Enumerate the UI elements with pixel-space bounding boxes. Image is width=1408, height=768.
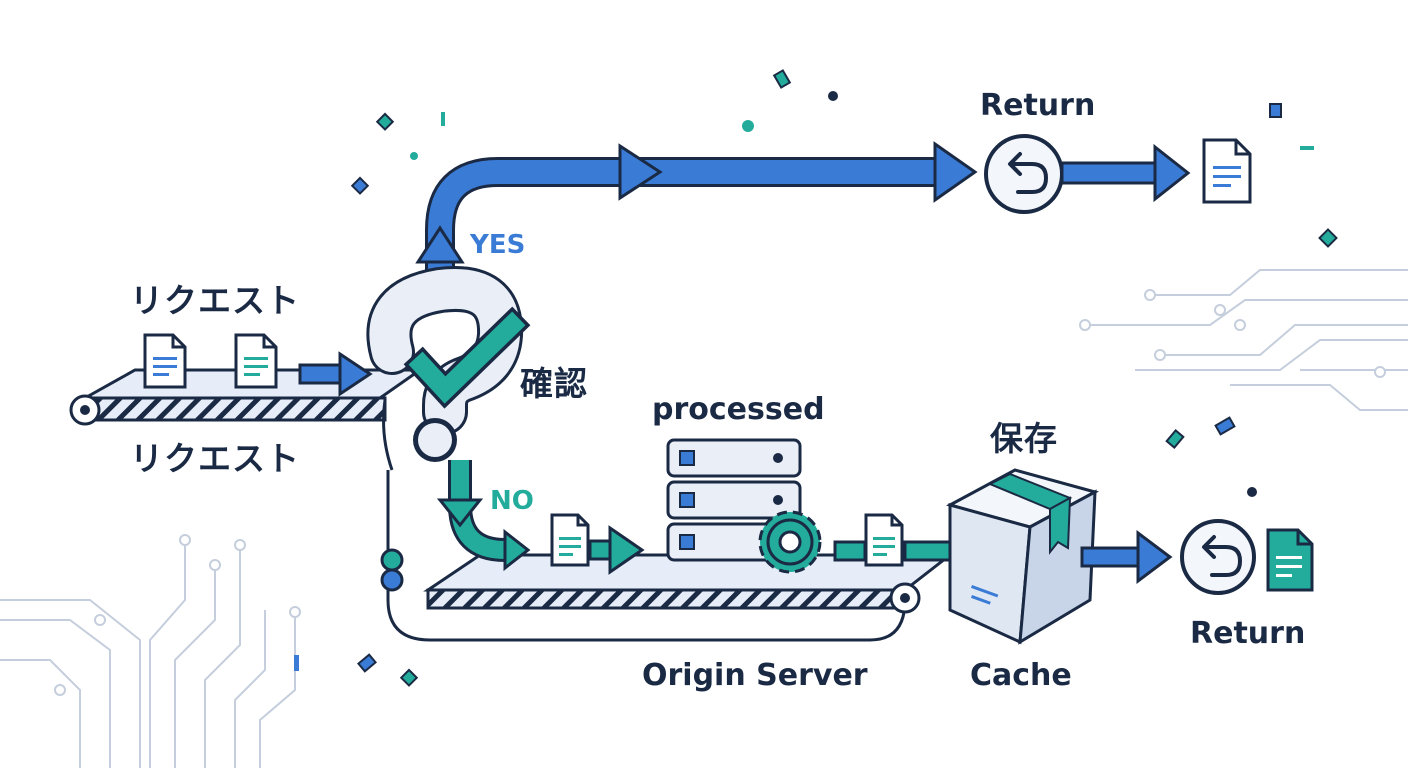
- return-label-top: Return: [980, 88, 1096, 123]
- document-icon: [1202, 138, 1252, 204]
- confetti-decoration: [350, 69, 1338, 687]
- return-arrow-bottom: [1080, 530, 1173, 584]
- document-icon: [1266, 528, 1314, 592]
- document-icon: [143, 333, 187, 389]
- yes-label: YES: [470, 230, 526, 260]
- loop-node-top: [380, 548, 404, 572]
- cache-label: Cache: [970, 658, 1072, 693]
- document-icon: [864, 513, 904, 567]
- document-icon: [550, 513, 590, 567]
- origin-server-label: Origin Server: [642, 658, 868, 693]
- return-icon: [984, 134, 1064, 214]
- request-label-bottom: リクエスト: [130, 439, 300, 478]
- return-icon: [1180, 519, 1256, 595]
- return-label-bottom: Return: [1190, 616, 1306, 651]
- box-icon: [945, 468, 1100, 645]
- request-arrow: [298, 351, 373, 397]
- yes-path-arrow: [415, 141, 978, 305]
- check-mark-icon: [403, 306, 531, 409]
- document-icon: [234, 333, 278, 389]
- request-label-top: リクエスト: [130, 281, 300, 320]
- circuit-decoration-right: [1079, 269, 1408, 411]
- circuit-dash-blue: [294, 655, 299, 671]
- return-arrow-top: [1060, 143, 1191, 203]
- return-loop-line: [386, 470, 907, 642]
- circuit-decoration-left: [0, 534, 301, 768]
- save-label: 保存: [990, 419, 1058, 458]
- check-label: 確認: [520, 364, 588, 403]
- loop-node-bottom: [380, 568, 404, 592]
- gear-icon: [758, 510, 822, 574]
- processed-label: processed: [652, 392, 825, 427]
- no-label: NO: [490, 486, 534, 516]
